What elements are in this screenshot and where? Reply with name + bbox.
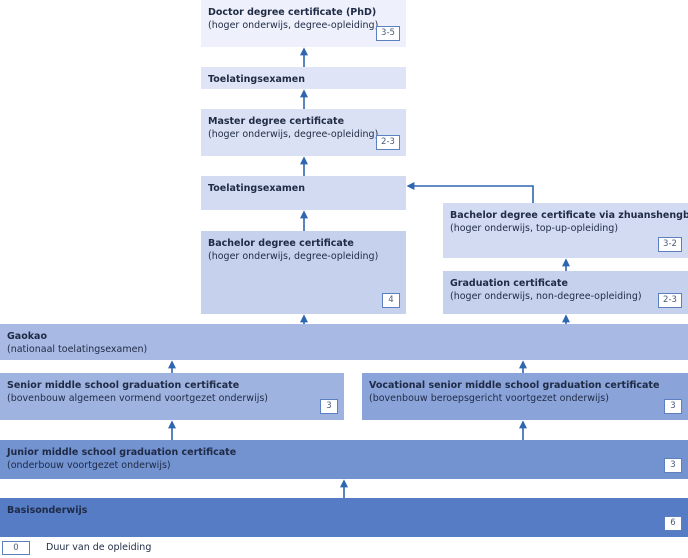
box-zhuanshengben: Bachelor degree certificate via zhuanshe… bbox=[443, 203, 688, 258]
duration-badge: 3 bbox=[664, 458, 682, 473]
box-subtitle: (nationaal toelatingsexamen) bbox=[7, 344, 148, 355]
box-title: Junior middle school graduation certific… bbox=[7, 447, 237, 458]
box-exam-mid: Toelatingsexamen bbox=[201, 176, 406, 210]
box-title: Graduation certificate bbox=[450, 278, 568, 289]
duration-badge: 3 bbox=[664, 399, 682, 414]
duration-badge: 6 bbox=[664, 516, 682, 531]
box-subtitle: (hoger onderwijs, degree-opleiding) bbox=[208, 251, 379, 262]
box-subtitle: (bovenbouw algemeen vormend voortgezet o… bbox=[7, 393, 268, 404]
box-exam-top: Toelatingsexamen bbox=[201, 67, 406, 89]
box-title: Senior middle school graduation certific… bbox=[7, 380, 240, 391]
box-subtitle: (hoger onderwijs, top-up-opleiding) bbox=[450, 223, 619, 234]
box-subtitle: (hoger onderwijs, degree-opleiding) bbox=[208, 20, 379, 31]
box-title: Vocational senior middle school graduati… bbox=[369, 380, 660, 391]
box-title: Gaokao bbox=[7, 331, 47, 342]
arrow-zhuanshengben-exam bbox=[406, 182, 534, 203]
duration-badge: 3-5 bbox=[376, 26, 400, 41]
box-title: Doctor degree certificate (PhD) bbox=[208, 7, 377, 18]
box-title: Bachelor degree certificate bbox=[208, 238, 354, 249]
box-subtitle: (bovenbouw beroepsgericht voortgezet ond… bbox=[369, 393, 609, 404]
box-title: Bachelor degree certificate via zhuanshe… bbox=[450, 210, 688, 221]
box-phd: Doctor degree certificate (PhD) (hoger o… bbox=[201, 0, 406, 47]
box-graduation: Graduation certificate (hoger onderwijs,… bbox=[443, 271, 688, 314]
box-bachelor: Bachelor degree certificate (hoger onder… bbox=[201, 231, 406, 314]
box-subtitle: (hoger onderwijs, degree-opleiding) bbox=[208, 129, 379, 140]
duration-badge: 3-2 bbox=[658, 237, 682, 252]
box-senior: Senior middle school graduation certific… bbox=[0, 373, 344, 420]
box-master: Master degree certificate (hoger onderwi… bbox=[201, 109, 406, 156]
box-junior: Junior middle school graduation certific… bbox=[0, 440, 688, 479]
box-title: Toelatingsexamen bbox=[208, 74, 305, 85]
duration-badge: 2-3 bbox=[658, 293, 682, 308]
duration-badge: 2-3 bbox=[376, 135, 400, 150]
box-subtitle: (hoger onderwijs, non-degree-opleiding) bbox=[450, 291, 642, 302]
legend-duration-sample: 0 bbox=[2, 541, 30, 555]
duration-badge: 3 bbox=[320, 399, 338, 414]
box-subtitle: (onderbouw voortgezet onderwijs) bbox=[7, 460, 171, 471]
duration-badge: 4 bbox=[382, 293, 400, 308]
box-title: Toelatingsexamen bbox=[208, 183, 305, 194]
box-title: Master degree certificate bbox=[208, 116, 345, 127]
box-basis: Basisonderwijs 6 bbox=[0, 498, 688, 537]
box-title: Basisonderwijs bbox=[7, 505, 88, 516]
legend-label: Duur van de opleiding bbox=[46, 542, 152, 553]
box-vocational: Vocational senior middle school graduati… bbox=[362, 373, 688, 420]
box-gaokao: Gaokao (nationaal toelatingsexamen) bbox=[0, 324, 688, 360]
